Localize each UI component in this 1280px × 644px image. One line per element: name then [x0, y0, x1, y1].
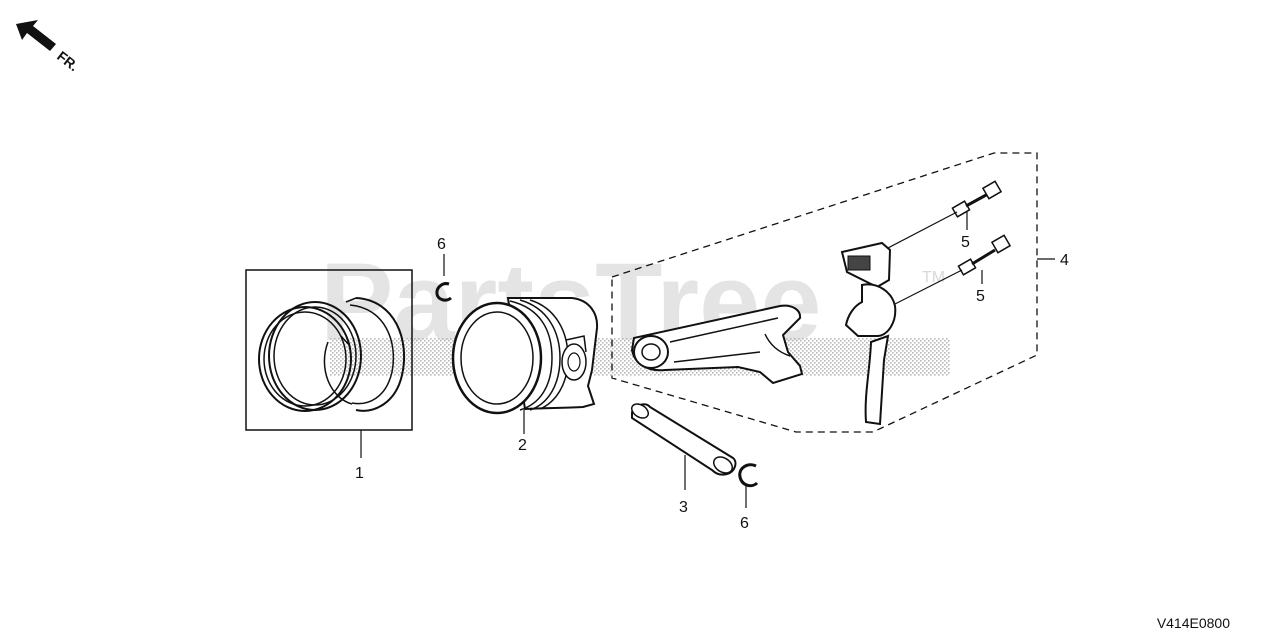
connecting-rod-bolt-upper[interactable]: [951, 180, 1003, 218]
watermark-trademark: TM: [922, 269, 945, 286]
piston[interactable]: [451, 297, 599, 415]
rod-cap[interactable]: [840, 241, 897, 426]
callout-rod-bolt-upper: 5: [961, 234, 970, 251]
diagram-code: V414E0800: [1156, 615, 1230, 631]
callout-piston-ring-set: 1: [355, 465, 364, 482]
callout-piston: 2: [518, 437, 527, 454]
piston-pin-clip-top[interactable]: [435, 282, 452, 302]
connecting-rod[interactable]: [630, 304, 804, 385]
front-direction-indicator: FR.: [16, 20, 82, 74]
rod-cap-bolt-face: [847, 255, 871, 271]
connecting-rod-set[interactable]: [611, 152, 1038, 433]
callout-pin-clip-bottom: 6: [740, 515, 749, 532]
bolt-upper-line: [887, 211, 958, 249]
piston-pin-clip-bottom[interactable]: [738, 463, 759, 488]
callout-connecting-rod-set: 4: [1060, 252, 1069, 269]
piston-pin[interactable]: [629, 401, 737, 476]
bolt-lower-line: [894, 269, 963, 305]
front-arrow-icon: [16, 20, 56, 51]
callout-rod-bolt-lower: 5: [976, 288, 985, 305]
callout-pin-clip-top: 6: [437, 236, 446, 253]
piston-ring-set[interactable]: [245, 269, 413, 431]
connecting-rod-bolt-lower[interactable]: [957, 234, 1012, 276]
ring-set-frame: [245, 269, 413, 431]
front-direction-label: FR.: [54, 48, 82, 74]
rod-set-boundary: [611, 152, 1038, 433]
callout-piston-pin: 3: [679, 499, 688, 516]
